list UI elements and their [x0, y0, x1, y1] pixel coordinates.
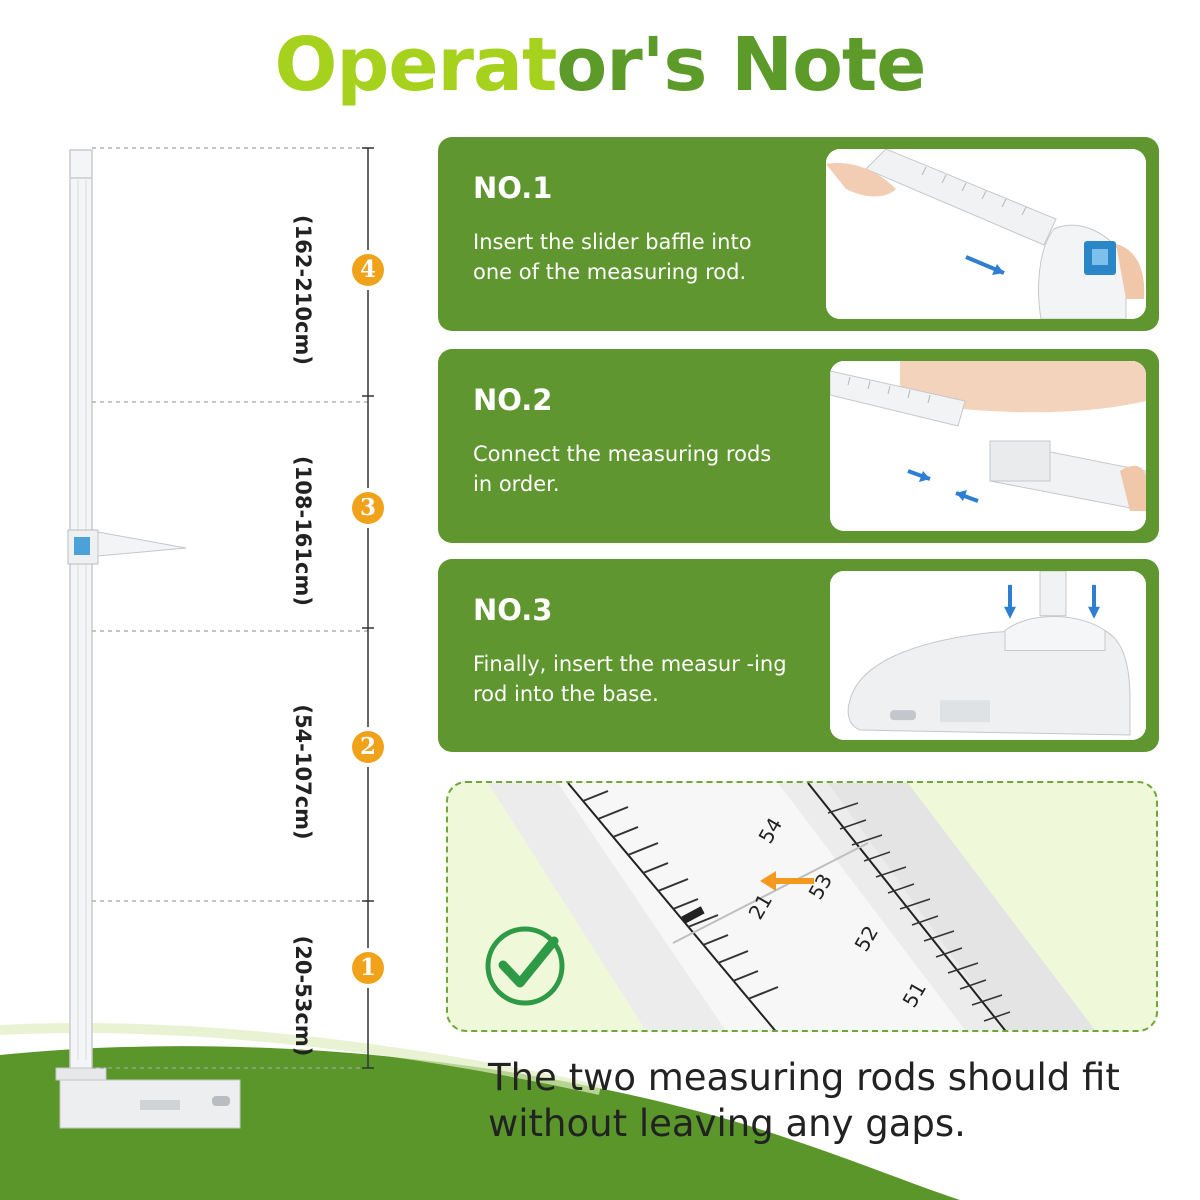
- segment-number-badge: 4: [352, 254, 384, 286]
- page-title: Operator's Note: [274, 22, 926, 108]
- segment-range-label: (54-107cm): [291, 704, 315, 840]
- segment-range-label: (108-161cm): [291, 456, 315, 606]
- segment-range-label: (20-53cm): [291, 935, 315, 1057]
- step-description: Finally, insert the measur -ing rod into…: [473, 652, 787, 706]
- step-photo-insert-base: [830, 571, 1146, 740]
- fit-caption: The two measuring rods should fit withou…: [488, 1056, 1120, 1145]
- step-description: Connect the measuring rods in order.: [473, 442, 772, 496]
- step-card-3: NO.3 Finally, insert the measur -ing rod…: [438, 559, 1159, 752]
- step-photo-insert-slider: [826, 149, 1146, 319]
- step-description: Insert the slider baffle into one of the…: [473, 230, 752, 284]
- segment-number-badge: 3: [352, 492, 384, 524]
- segment-range-label: (162-210cm): [291, 215, 315, 365]
- check-circle-icon: [485, 926, 565, 1006]
- step-card-1: NO.1 Insert the slider baffle into one o…: [438, 137, 1159, 331]
- ruler-joint-closeup: 54 53 52 51 21: [446, 781, 1158, 1032]
- step-number: NO.1: [473, 171, 553, 205]
- step-number: NO.3: [473, 593, 553, 627]
- step-photo-connect-rods: [830, 361, 1146, 531]
- step-number: NO.2: [473, 383, 553, 417]
- segment-number-badge: 1: [352, 952, 384, 984]
- step-card-2: NO.2 Connect the measuring rods in order…: [438, 349, 1159, 543]
- segment-number-badge: 2: [352, 731, 384, 763]
